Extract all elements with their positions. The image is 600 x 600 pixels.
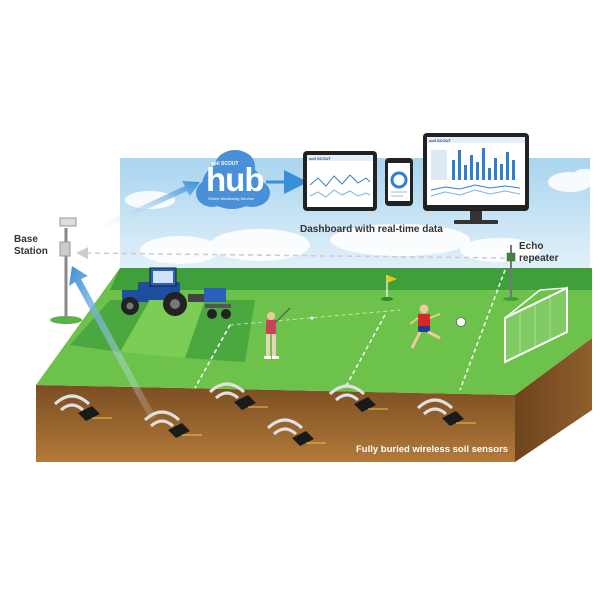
- repeater-link: [76, 247, 506, 260]
- footballer-figure: [409, 304, 441, 349]
- hub-title: hub: [206, 161, 264, 198]
- echo-repeater: [503, 245, 519, 301]
- clouds: [125, 169, 599, 264]
- hub-cloud: [196, 150, 270, 209]
- sensor-3: [208, 382, 268, 410]
- football: [456, 317, 466, 327]
- uplink-arrow-hub: [100, 181, 200, 230]
- base-station-label: Base Station: [14, 234, 48, 257]
- soil-side: [515, 338, 592, 462]
- echo-repeater-label: Echo repeater: [519, 241, 559, 264]
- sensor-1: [53, 394, 112, 421]
- monitor-brand: soil SCOUT: [429, 138, 452, 143]
- dashboard-label: Dashboard with real-time data: [300, 224, 443, 235]
- sensor-5: [328, 384, 388, 412]
- sensor-6: [416, 398, 476, 426]
- football-goal: [504, 286, 568, 364]
- monitor-device: [423, 133, 529, 224]
- tablet-device: [303, 151, 377, 211]
- soil-sensors: [53, 382, 476, 446]
- hub-brand-text: soil SCOUT: [211, 161, 239, 167]
- tablet-brand: soil SCOUT: [309, 156, 332, 161]
- golf-flag: [381, 275, 397, 301]
- tractor: [121, 267, 231, 319]
- uplink-arrow-sensor: [69, 266, 156, 420]
- hub-subtitle: Online Monitoring Service: [208, 196, 254, 201]
- sensors-label: Fully buried wireless soil sensors: [356, 444, 509, 455]
- sensor-4: [266, 418, 326, 446]
- base-station: [50, 217, 82, 324]
- golfer-figure: [264, 307, 291, 359]
- sensor-2: [143, 410, 202, 438]
- phone-device: [385, 158, 413, 206]
